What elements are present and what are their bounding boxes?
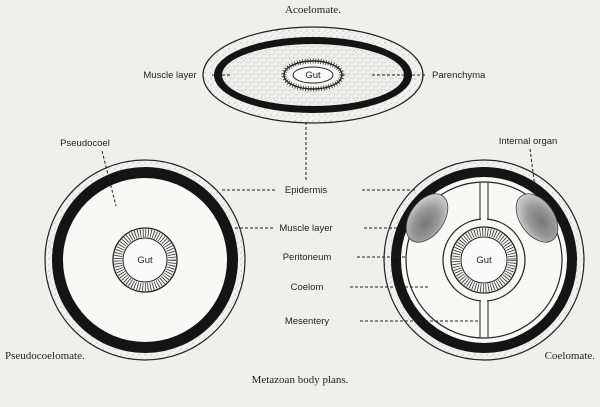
label-parenchyma: Parenchyma [432, 70, 486, 81]
pseudocoelomate-title: Pseudocoelomate. [5, 350, 85, 362]
labels: Acoelomate. Muscle layer Gut Parenchyma … [5, 4, 595, 386]
label-peritoneum: Peritoneum [283, 252, 332, 263]
label-muscle-layer-top: Muscle layer [143, 70, 196, 81]
label-coelom: Coelom [291, 282, 324, 293]
pseudo-gut-hatch [114, 229, 176, 291]
mesentery-join-top [481, 216, 487, 222]
internal-organ-right [515, 193, 559, 243]
coel-gut-lumen [460, 236, 508, 284]
label-pseudocoel: Pseudocoel [60, 138, 110, 149]
label-epidermis: Epidermis [285, 185, 327, 196]
leader-lines [101, 74, 537, 322]
label-gut-pseudocoelomate: Gut [137, 255, 153, 266]
label-muscle-layer: Muscle layer [279, 223, 332, 234]
acoelomate-gut-hatch [281, 58, 345, 92]
label-gut-coelomate: Gut [476, 255, 492, 266]
label-mesentery: Mesentery [285, 316, 330, 327]
coelomate-title: Coelomate. [545, 350, 596, 362]
label-gut-acoelomate: Gut [305, 70, 321, 81]
internal-organ-left [405, 193, 449, 243]
coel-gut-hatch [452, 228, 516, 292]
acoelomate-title: Acoelomate. [285, 4, 341, 16]
acoelomate-gut-lumen [292, 66, 334, 84]
coelomate-diagram [383, 159, 585, 361]
coel-peritoneum-outer [405, 181, 563, 339]
pseudocoelomate-diagram [44, 159, 246, 361]
acoelomate-diagram [202, 26, 424, 124]
leader-pseudocoel [101, 150, 117, 207]
leader-internal-organ [529, 148, 537, 197]
figure-caption: Metazoan body plans. [252, 374, 349, 386]
mesentery-join-bottom [481, 298, 487, 304]
pseudo-gut-lumen [122, 237, 168, 283]
label-internal-organ: Internal organ [499, 136, 558, 147]
